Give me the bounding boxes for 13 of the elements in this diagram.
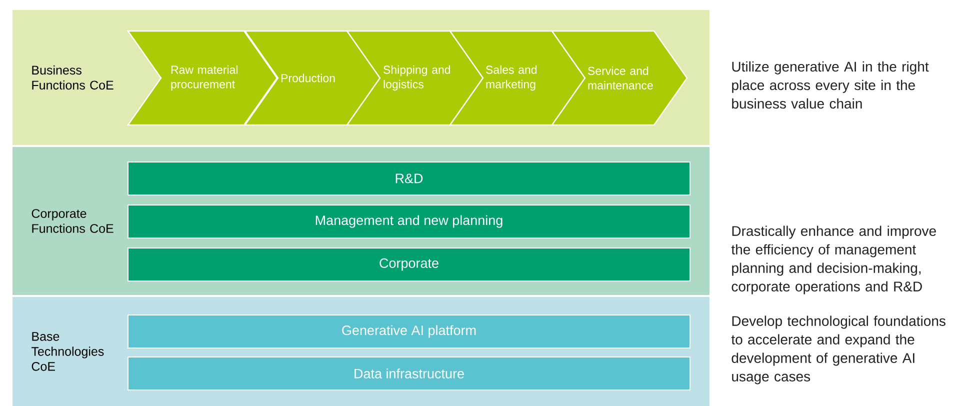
process-step: Production [244, 30, 381, 126]
process-step: Sales and marketing [448, 30, 586, 126]
process-step: Service and maintenance [550, 30, 688, 126]
layer-bar: Corporate [128, 247, 690, 282]
process-step: Shipping and logistics [346, 30, 484, 126]
description-text: Utilize generative AI in the right place across every site in the business value chain [732, 61, 929, 109]
layer-bar: Data infrastructure [128, 356, 690, 390]
layer-bar: Management and new planning [128, 204, 690, 238]
layer-bar: Generative AI platform [128, 314, 690, 348]
process-step: Raw material procurement [126, 30, 278, 126]
description-text: Drastically enhance and improve the efficiency of management planning and decision-making, corporate operations and R&D [731, 226, 936, 294]
layer-bar: R&D [128, 161, 690, 196]
description-text: Develop technological foundations to accelerate and expand the development of generative AI usage cases [731, 316, 946, 384]
